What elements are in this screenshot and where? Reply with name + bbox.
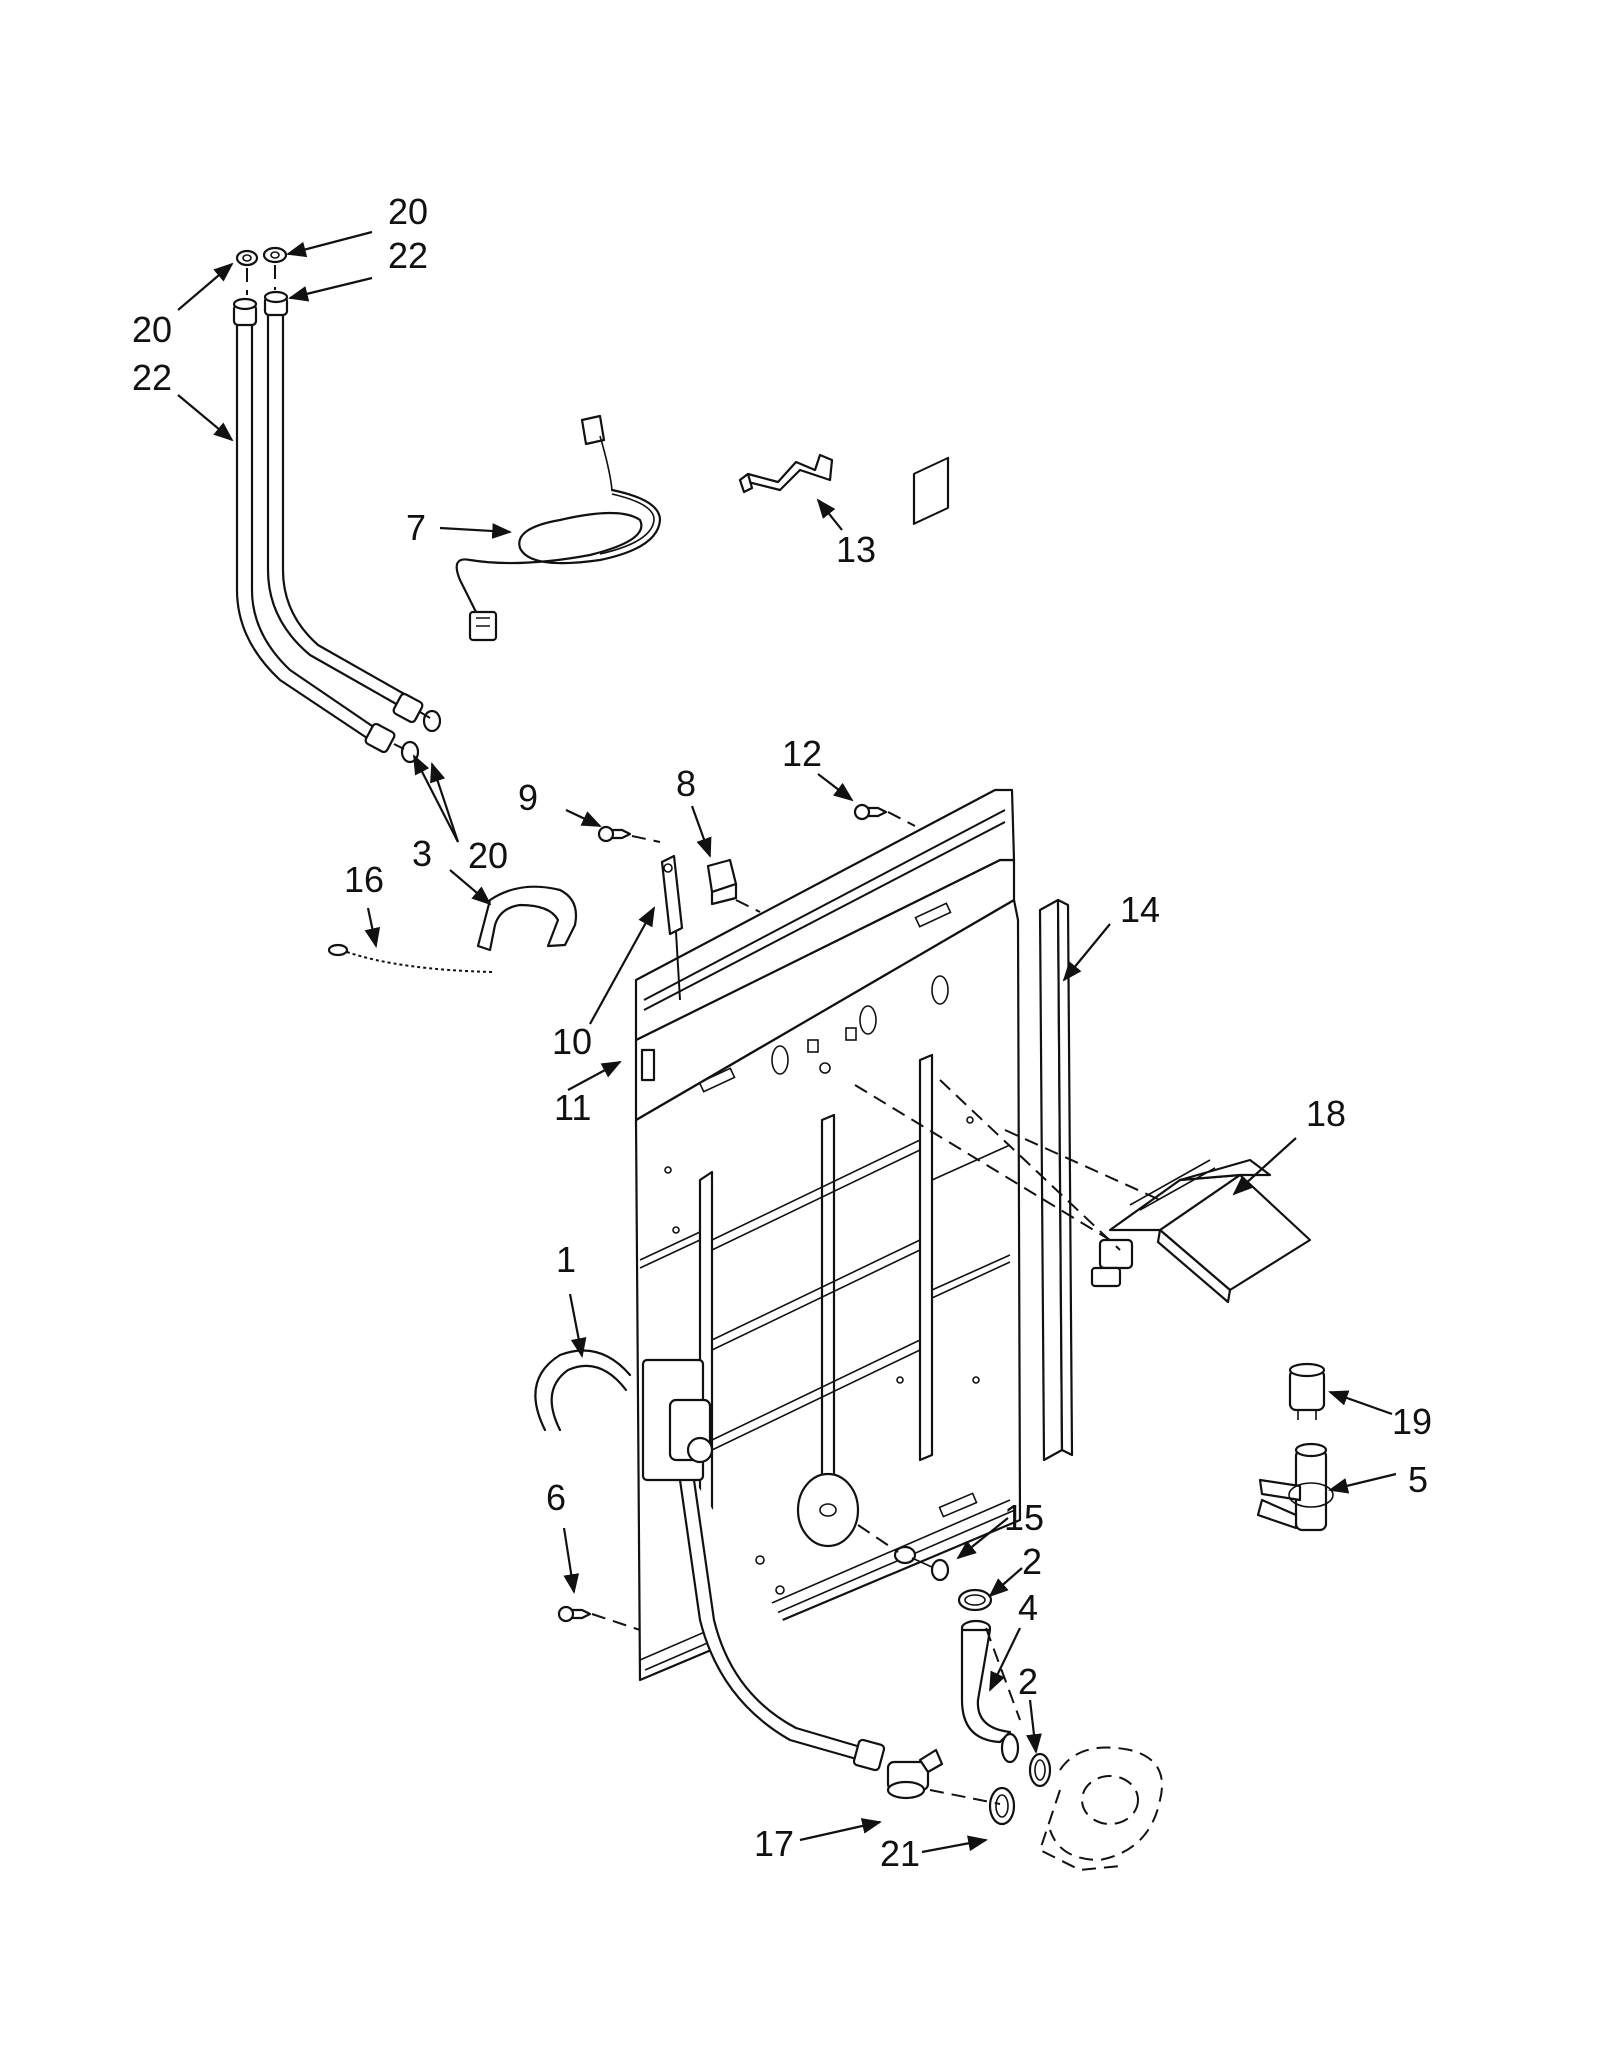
callout-2-upper: 2	[1022, 1541, 1042, 1582]
callout-5: 5	[1408, 1459, 1428, 1500]
callout-2-lower: 2	[1018, 1661, 1038, 1702]
callout-16: 16	[344, 859, 384, 900]
rear-panel	[634, 456, 1022, 1682]
bead-chain-16	[327, 943, 495, 973]
callout-21: 21	[880, 1833, 920, 1874]
callout-18: 18	[1306, 1093, 1346, 1134]
callout-labels: 20 22 20 22 7 13 12 9 8 3 20 16 14 10 11…	[132, 191, 1432, 1874]
pressure-switch	[1288, 1362, 1326, 1420]
side-rail	[1038, 898, 1074, 1462]
callout-19: 19	[1392, 1401, 1432, 1442]
callout-1: 1	[556, 1239, 576, 1280]
drain-plug-15	[857, 1524, 950, 1582]
hose-washer-top-right	[262, 246, 288, 264]
pump-component	[1256, 1442, 1334, 1532]
callout-10: 10	[552, 1021, 592, 1062]
pump-outline-reference	[1038, 1746, 1163, 1872]
clamp-2-upper	[957, 1588, 993, 1612]
coupling-17	[886, 1748, 944, 1800]
screw-12	[853, 803, 916, 827]
callout-6: 6	[546, 1477, 566, 1518]
screw-6	[557, 1605, 641, 1631]
callout-20-hose-end: 20	[468, 835, 508, 876]
callout-17: 17	[754, 1823, 794, 1864]
callout-9: 9	[518, 777, 538, 818]
inlet-hoses	[232, 246, 442, 764]
callout-15: 15	[1004, 1497, 1044, 1538]
drain-hose-4	[960, 1619, 1020, 1764]
tie-strap-10	[660, 854, 684, 1001]
callout-7: 7	[406, 507, 426, 548]
callout-22-top-right: 22	[388, 235, 428, 276]
clamp-2-lower	[1028, 1752, 1052, 1788]
callout-20-top-right: 20	[388, 191, 428, 232]
callout-leaders	[177, 230, 1397, 1854]
power-cord	[455, 414, 662, 642]
callout-4: 4	[1018, 1587, 1038, 1628]
bracket	[738, 453, 834, 494]
callout-11: 11	[554, 1087, 591, 1128]
callout-20-top-left: 20	[132, 309, 172, 350]
drain-hose	[534, 1349, 886, 1772]
hose-clamp-3	[476, 885, 578, 952]
callout-14: 14	[1120, 889, 1160, 930]
callout-12: 12	[782, 733, 822, 774]
screw-9	[597, 825, 661, 843]
callout-13: 13	[836, 529, 876, 570]
callout-22-top-left: 22	[132, 357, 172, 398]
clamp-21	[988, 1786, 1016, 1826]
hose-washer-top-left	[235, 249, 259, 267]
water-valve-assembly	[1090, 1158, 1312, 1304]
callout-3: 3	[412, 833, 432, 874]
clip-8	[706, 858, 761, 913]
callout-8: 8	[676, 763, 696, 804]
